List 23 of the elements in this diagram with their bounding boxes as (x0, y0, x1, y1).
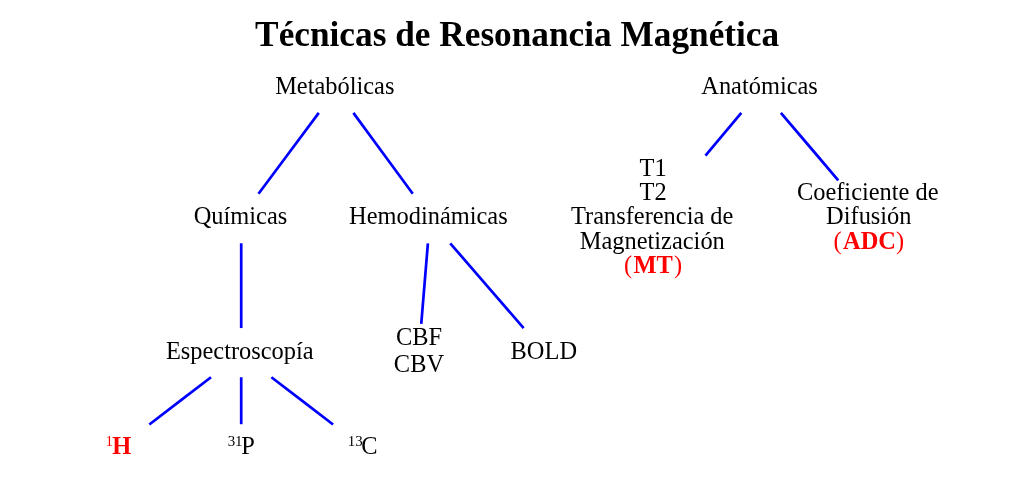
connector (703, 112, 742, 157)
node-text: BOLD (510, 336, 577, 364)
connector (270, 376, 334, 426)
node-text: Químicas (193, 202, 287, 230)
node-text: $^{1}$H (105, 431, 131, 459)
node-text: CBF CBV (393, 323, 444, 378)
node-text: $^{13}$C (347, 431, 378, 459)
connector (779, 112, 839, 182)
connector (239, 243, 243, 329)
node-text: $^{31}$P (227, 431, 255, 459)
node-text: Anatómicas (700, 72, 818, 100)
connector (148, 376, 212, 426)
diagram-title: Técnicas de Resonancia Magnética (254, 14, 779, 54)
connector (419, 243, 429, 325)
node-text: Metabólicas (274, 72, 394, 100)
node-text: T1 T2 Transferencia de Magnetización (MT) (570, 153, 733, 279)
connector (239, 377, 243, 425)
connector (256, 112, 320, 195)
connector (448, 242, 525, 329)
node-text: Espectroscopía (165, 336, 314, 364)
connector (351, 112, 414, 195)
node-text: Coeficiente de Difusión (ADC) (796, 177, 939, 254)
node-text: Hemodinámicas (348, 202, 508, 230)
